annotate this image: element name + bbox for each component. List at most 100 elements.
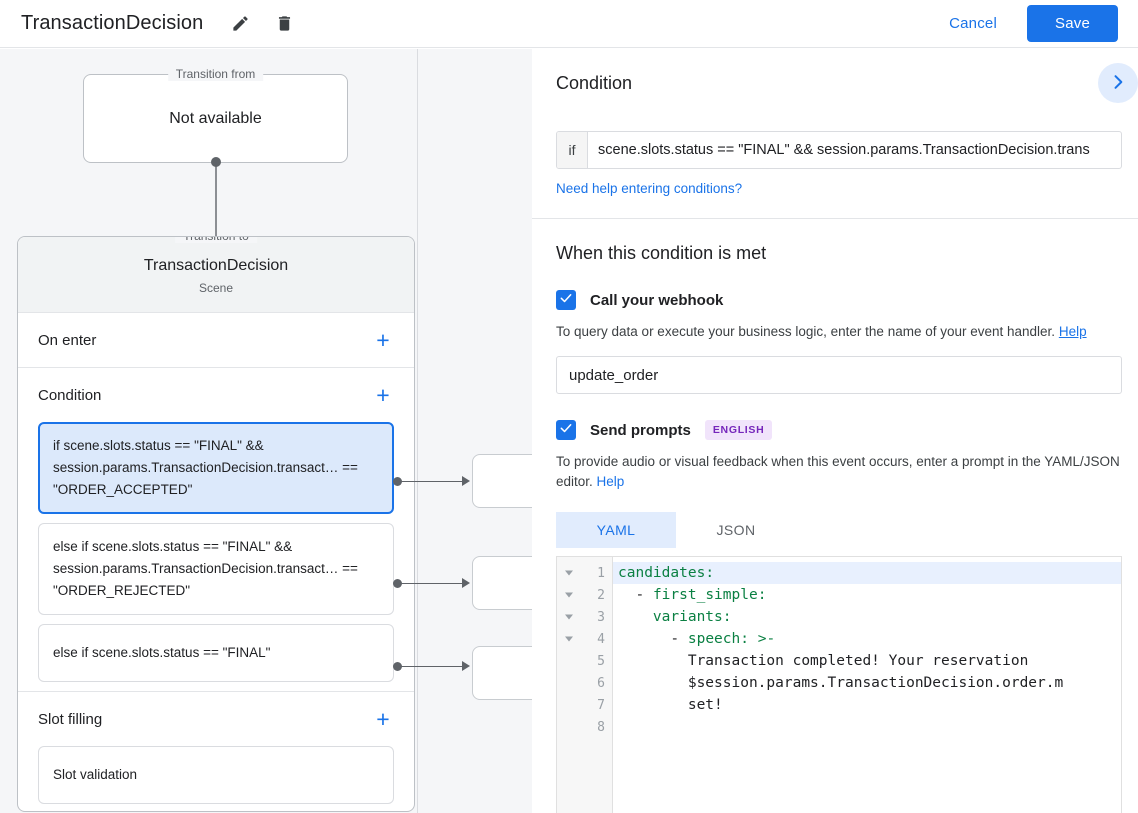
code-line-1: candidates: [613, 562, 1121, 584]
canvas-divider [417, 49, 418, 813]
call-webhook-label: Call your webhook [590, 291, 724, 309]
condition-2-connector-arrowhead [462, 578, 470, 588]
section-slot-filling: Slot filling + Slot validation [18, 692, 414, 804]
condition-item-2[interactable]: else if scene.slots.status == "FINAL" &&… [38, 523, 394, 615]
save-button[interactable]: Save [1027, 5, 1118, 42]
gutter-line-6: 6 [557, 672, 612, 694]
app-header: TransactionDecision Cancel Save [0, 0, 1138, 48]
call-webhook-helper: To query data or execute your business l… [556, 322, 1122, 342]
transition-to-card: Transition to TransactionDecision Scene … [17, 236, 415, 812]
condition-2-target-box[interactable] [472, 556, 532, 610]
section-condition: Condition + if scene.slots.status == "FI… [18, 368, 414, 692]
call-webhook-row: Call your webhook [556, 290, 1122, 310]
pencil-icon [231, 14, 250, 33]
line-number: 8 [597, 719, 605, 735]
page-title: TransactionDecision [21, 12, 204, 34]
line-number: 1 [597, 565, 605, 581]
send-prompts-helper-text: To provide audio or visual feedback when… [556, 454, 1120, 489]
condition-1-target-box[interactable] [472, 454, 532, 508]
send-prompts-helper: To provide audio or visual feedback when… [556, 452, 1122, 492]
condition-3-connector-dot [393, 662, 402, 671]
scene-name: TransactionDecision [143, 256, 289, 274]
language-badge: ENGLISH [704, 420, 773, 440]
delete-button[interactable] [269, 9, 299, 39]
edit-name-button[interactable] [225, 9, 255, 39]
trash-icon [275, 14, 294, 33]
code-line-2: - first_simple: [635, 587, 767, 603]
condition-item-3[interactable]: else if scene.slots.status == "FINAL" [38, 624, 394, 682]
code-line-3: variants: [652, 609, 732, 625]
condition-1-connector-dot [393, 477, 402, 486]
cancel-button[interactable]: Cancel [933, 7, 1013, 40]
gutter-line-1: 1 [557, 562, 612, 584]
call-webhook-checkbox[interactable] [556, 290, 576, 310]
condition-item-1[interactable]: if scene.slots.status == "FINAL" && sess… [38, 422, 394, 514]
fold-triangle-icon[interactable] [565, 614, 573, 620]
transition-from-card[interactable]: Transition from Not available [83, 67, 348, 163]
condition-3-connector-line [401, 666, 463, 667]
code-line-7: set! [687, 697, 723, 713]
add-condition-button[interactable]: + [372, 383, 394, 406]
fold-triangle-icon[interactable] [565, 636, 573, 642]
condition-field[interactable]: if [556, 131, 1122, 169]
check-icon [559, 421, 573, 440]
when-met-heading: When this condition is met [556, 243, 767, 263]
add-slot-filling-button[interactable]: + [372, 707, 394, 730]
details-panel: Condition if Need help entering conditio… [532, 49, 1138, 813]
gutter-line-5: 5 [557, 650, 612, 672]
condition-2-connector-line [401, 583, 463, 584]
line-number: 6 [597, 675, 605, 691]
scene-header[interactable]: TransactionDecision Scene [18, 237, 414, 313]
line-number: 7 [597, 697, 605, 713]
send-prompts-row: Send prompts ENGLISH [556, 420, 1122, 440]
condition-input[interactable] [588, 132, 1121, 168]
condition-heading: Condition [556, 73, 633, 93]
condition-editor-block: Condition if Need help entering conditio… [532, 49, 1138, 219]
call-webhook-help-link[interactable]: Help [1058, 324, 1087, 339]
line-number: 2 [597, 587, 605, 603]
flow-canvas: Transition from Not available Transition… [0, 49, 532, 813]
transition-to-legend: Transition to [175, 237, 257, 243]
send-prompts-checkbox[interactable] [556, 420, 576, 440]
code-line-6: $session.params.TransactionDecision.orde… [687, 675, 1064, 691]
chevron-right-icon [1108, 72, 1128, 95]
editor-code-area[interactable]: candidates: - first_simple: variants: - … [613, 557, 1121, 813]
tab-json[interactable]: JSON [676, 512, 796, 548]
condition-1-connector-arrowhead [462, 476, 470, 486]
slot-validation-item[interactable]: Slot validation [38, 746, 394, 804]
line-number: 4 [597, 631, 605, 647]
add-on-enter-button[interactable]: + [372, 328, 394, 351]
transition-from-value: Not available [169, 109, 262, 127]
webhook-handler-input[interactable] [556, 356, 1122, 394]
section-title-slot-filling: Slot filling [38, 710, 103, 728]
gutter-line-2: 2 [557, 584, 612, 606]
check-icon [559, 291, 573, 310]
condition-if-prefix: if [557, 132, 588, 168]
condition-3-target-box[interactable] [472, 646, 532, 700]
code-line-8 [613, 716, 1121, 738]
call-webhook-helper-text: To query data or execute your business l… [556, 324, 1056, 339]
gutter-line-4: 4 [557, 628, 612, 650]
section-title-on-enter: On enter [38, 331, 97, 349]
send-prompts-help-link[interactable]: Help [596, 474, 625, 489]
condition-2-connector-dot [393, 579, 402, 588]
gutter-line-7: 7 [557, 694, 612, 716]
fold-triangle-icon[interactable] [565, 570, 573, 576]
condition-help-link[interactable]: Need help entering conditions? [556, 181, 743, 196]
when-condition-met-block: When this condition is met Call your web… [532, 219, 1138, 813]
expand-panel-button[interactable] [1098, 63, 1138, 103]
scene-type: Scene [198, 280, 234, 295]
section-on-enter: On enter + [18, 313, 414, 368]
condition-3-connector-arrowhead [462, 661, 470, 671]
gutter-line-8: 8 [557, 716, 612, 738]
condition-1-connector-line [401, 481, 463, 482]
tab-yaml[interactable]: YAML [556, 512, 676, 548]
send-prompts-label: Send prompts [590, 421, 691, 439]
section-title-condition: Condition [38, 386, 102, 404]
code-line-4: - speech: >- [670, 631, 776, 647]
code-line-5: Transaction completed! Your reservation [687, 653, 1029, 669]
editor-format-tabs: YAML JSON [556, 512, 1122, 548]
fold-triangle-icon[interactable] [565, 592, 573, 598]
